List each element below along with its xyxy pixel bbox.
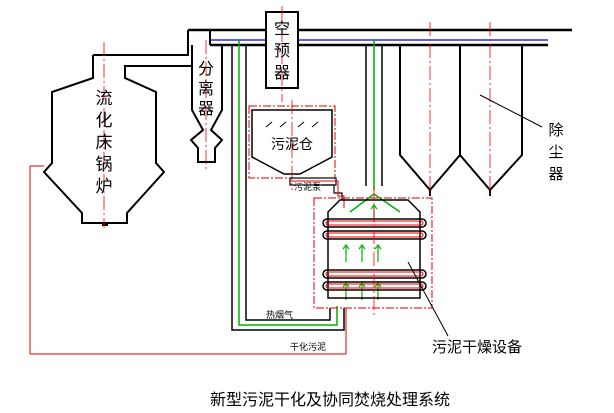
separator-label-1: 分 bbox=[198, 59, 214, 78]
separator-label-3: 器 bbox=[198, 99, 214, 118]
sludge-bin-label: 污泥仓 bbox=[271, 137, 313, 153]
dust-label-leader bbox=[479, 94, 543, 128]
diagram-caption: 新型污泥干化及协同焚烧处理系统 bbox=[210, 390, 450, 409]
dryer-sludge-path bbox=[325, 220, 424, 289]
air-preheater-label-1: 空 bbox=[274, 19, 290, 38]
dryer-label-leader bbox=[407, 261, 449, 337]
separator bbox=[189, 30, 224, 163]
sludge-feed-label: 污泥泵 bbox=[294, 181, 321, 193]
main-flue-duct bbox=[188, 28, 572, 47]
hot-flue-duct bbox=[231, 45, 383, 331]
sludge-bin bbox=[251, 109, 333, 175]
boiler-label-2: 化 bbox=[96, 111, 113, 131]
air-preheater-label-3: 器 bbox=[274, 63, 290, 82]
dust-collector-label-2: 尘 bbox=[548, 143, 563, 161]
dust-collector-label-3: 器 bbox=[548, 165, 563, 183]
dryer-outline bbox=[313, 197, 433, 309]
separator-label-2: 离 bbox=[198, 79, 214, 98]
dryer-label: 污泥干燥设备 bbox=[432, 338, 522, 356]
boiler bbox=[42, 30, 192, 226]
air-preheater-label-2: 预 bbox=[274, 41, 290, 60]
dried-sludge-label: 干化污泥 bbox=[290, 341, 326, 353]
dust-collector bbox=[399, 45, 523, 196]
boiler-label-4: 锅 bbox=[96, 155, 113, 175]
dried-sludge-line bbox=[29, 165, 347, 355]
dust-collector-label-1: 除 bbox=[548, 121, 563, 139]
boiler-label-3: 床 bbox=[96, 133, 113, 153]
hot-flue-gas-label: 热烟气 bbox=[266, 309, 293, 321]
dryer bbox=[322, 199, 427, 299]
boiler-label-1: 流 bbox=[96, 89, 113, 109]
boiler-label-5: 炉 bbox=[96, 177, 113, 197]
